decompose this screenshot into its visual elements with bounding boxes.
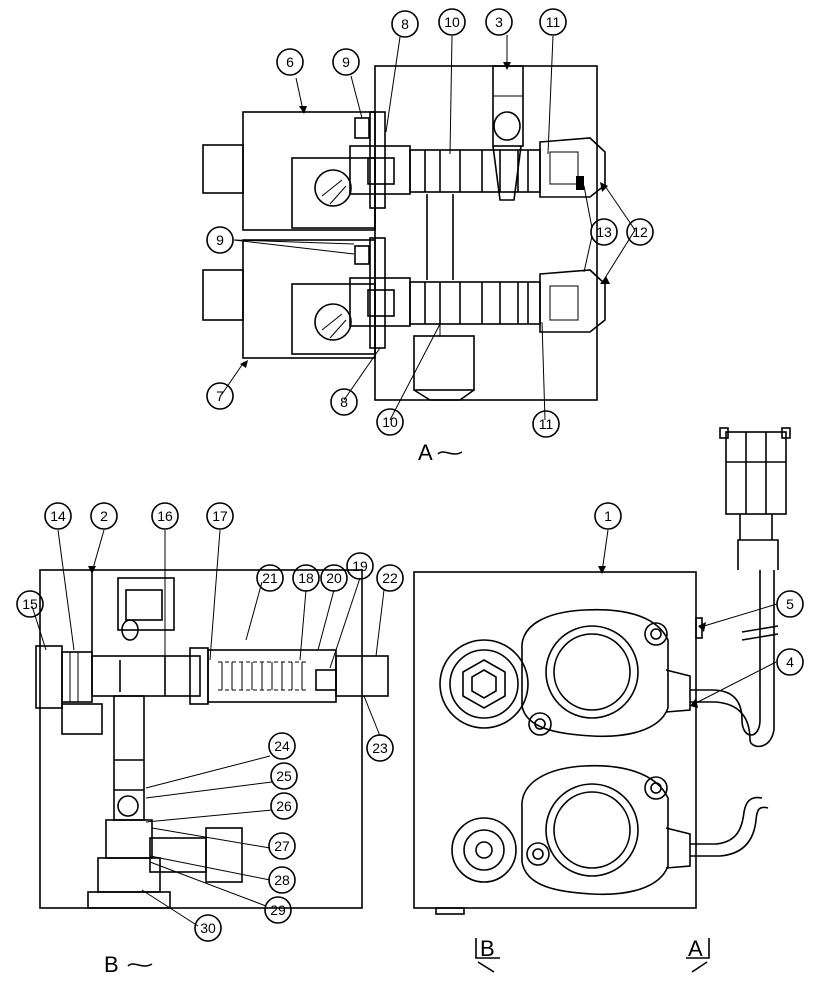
- callout-4: 4: [776, 648, 804, 676]
- callout-22-label: 22: [382, 570, 398, 586]
- callout-14: 14: [44, 502, 72, 530]
- callout-22: 22: [376, 564, 404, 592]
- callout-27: 27: [268, 832, 296, 860]
- callout-25: 25: [270, 762, 298, 790]
- callout-21-label: 21: [262, 570, 278, 586]
- callout-10b: 10: [376, 408, 404, 436]
- view-side-drawing: [413, 427, 791, 915]
- leader-lines: [31, 35, 778, 927]
- callout-17: 17: [206, 502, 234, 530]
- callout-10a-label: 10: [444, 14, 460, 30]
- callout-16: 16: [151, 502, 179, 530]
- callout-12-label: 12: [632, 224, 648, 240]
- callout-18-label: 18: [298, 570, 314, 586]
- callout-12: 12: [626, 218, 654, 246]
- callout-20: 20: [320, 564, 348, 592]
- section-a-label: A: [688, 936, 703, 961]
- callout-24-label: 24: [274, 738, 290, 754]
- callout-19: 19: [346, 552, 374, 580]
- callout-15: 15: [16, 590, 44, 618]
- callout-16-label: 16: [157, 508, 173, 524]
- callout-30-label: 30: [200, 920, 216, 936]
- callout-8a-label: 8: [401, 16, 409, 32]
- callout-8b: 8: [330, 388, 358, 416]
- callout-2-label: 2: [100, 508, 108, 524]
- callout-5: 5: [776, 590, 804, 618]
- callout-9b-label: 9: [216, 232, 224, 248]
- section-marks: [127, 451, 710, 973]
- callout-10b-label: 10: [382, 414, 398, 430]
- callout-6-label: 6: [286, 54, 294, 70]
- callout-1-label: 1: [604, 508, 612, 524]
- callout-9b: 9: [206, 226, 234, 254]
- callout-25-label: 25: [276, 768, 292, 784]
- callout-17-label: 17: [212, 508, 228, 524]
- callout-18: 18: [292, 564, 320, 592]
- callout-1: 1: [594, 502, 622, 530]
- callout-15-label: 15: [22, 596, 38, 612]
- callout-28: 28: [268, 866, 296, 894]
- callout-7-label: 7: [216, 388, 224, 404]
- callout-29: 29: [264, 896, 292, 924]
- callout-4-label: 4: [786, 654, 794, 670]
- callout-8a: 8: [391, 10, 419, 38]
- view-b-label: B: [104, 952, 119, 977]
- callout-7: 7: [206, 382, 234, 410]
- callout-13-label: 13: [596, 224, 612, 240]
- callout-9a-label: 9: [342, 54, 350, 70]
- callout-14-label: 14: [50, 508, 66, 524]
- callout-10a: 10: [438, 8, 466, 36]
- callout-28-label: 28: [274, 872, 290, 888]
- callout-29-label: 29: [270, 902, 286, 918]
- callout-13: 13: [590, 218, 618, 246]
- callout-2: 2: [90, 502, 118, 530]
- callout-24: 24: [268, 732, 296, 760]
- callout-26-label: 26: [276, 798, 292, 814]
- callout-26: 26: [270, 792, 298, 820]
- callout-3: 3: [485, 8, 513, 36]
- callout-3-label: 3: [495, 14, 503, 30]
- callout-8b-label: 8: [340, 394, 348, 410]
- callout-19-label: 19: [352, 558, 368, 574]
- callout-27-label: 27: [274, 838, 290, 854]
- callouts: 3 8 10 11 6 9 9 13 12 7 8 10 11 14 2 16 …: [16, 8, 804, 942]
- callout-20-label: 20: [326, 570, 342, 586]
- callout-11b: 11: [532, 410, 560, 438]
- view-b-drawing: [35, 569, 389, 909]
- view-a-drawing: [202, 65, 606, 401]
- callout-5-label: 5: [786, 596, 794, 612]
- callout-23-label: 23: [372, 740, 388, 756]
- callout-11a: 11: [539, 8, 567, 36]
- callout-21: 21: [256, 564, 284, 592]
- callout-11b-label: 11: [539, 416, 554, 432]
- callout-30: 30: [194, 914, 222, 942]
- section-b-label: B: [480, 936, 495, 961]
- callout-6: 6: [276, 48, 304, 76]
- callout-23: 23: [366, 734, 394, 762]
- view-a-label: A: [418, 440, 433, 465]
- callout-11a-label: 11: [546, 14, 561, 30]
- callout-9a: 9: [332, 48, 360, 76]
